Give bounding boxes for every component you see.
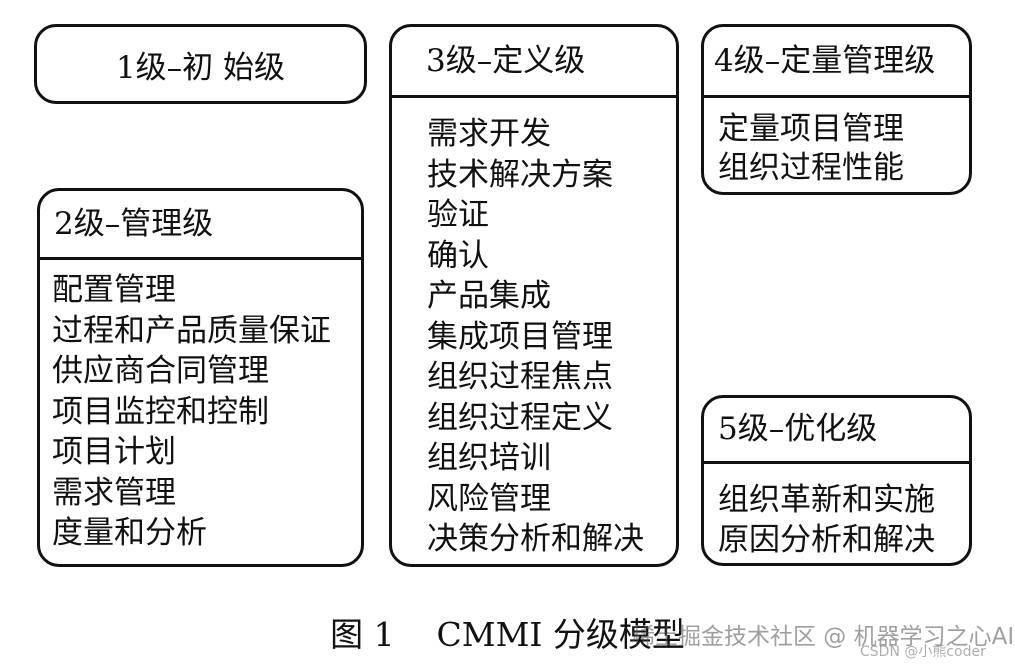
level-5-box: 5级–优化级 组织革新和实施 原因分析和解决 xyxy=(701,395,972,566)
level-5-items: 组织革新和实施 原因分析和解决 xyxy=(704,464,969,560)
level-2-item: 配置管理 xyxy=(52,272,176,308)
level-2-item: 度量和分析 xyxy=(52,515,207,551)
level-4-title: 4级–定量管理级 xyxy=(704,27,969,98)
level-3-box: 3级–定义级 需求开发 技术解决方案 验证 确认 产品集成 集成项目管理 组织过… xyxy=(389,24,679,567)
level-1-title: 1级–初 始级 xyxy=(115,49,286,86)
level-5-title: 5级–优化级 xyxy=(704,398,969,464)
level-5-item: 原因分析和解决 xyxy=(718,522,935,558)
level-3-item: 技术解决方案 xyxy=(427,156,613,193)
level-3-title: 3级–定义级 xyxy=(392,27,676,98)
level-3-item: 风险管理 xyxy=(427,480,551,517)
level-2-item: 过程和产品质量保证 xyxy=(52,312,331,349)
level-3-items: 需求开发 技术解决方案 验证 确认 产品集成 集成项目管理 组织过程焦点 组织过… xyxy=(392,98,676,560)
level-2-item: 供应商合同管理 xyxy=(52,353,269,389)
level-3-item: 组织过程焦点 xyxy=(427,359,613,395)
level-2-items: 配置管理 过程和产品质量保证 供应商合同管理 项目监控和控制 项目计划 需求管理… xyxy=(40,260,361,554)
level-5-item: 组织革新和实施 xyxy=(718,482,935,518)
level-2-item: 项目监控和控制 xyxy=(52,393,269,430)
level-3-item: 组织过程定义 xyxy=(427,399,613,436)
level-1-box: 1级–初 始级 xyxy=(34,24,367,104)
level-2-item: 项目计划 xyxy=(52,434,176,470)
level-4-items: 定量项目管理 组织过程性能 xyxy=(704,98,969,188)
watermark-main: 稀土掘金技术社区 @ 机器学习之心AI xyxy=(632,624,1015,650)
level-4-item: 组织过程性能 xyxy=(718,150,904,186)
level-3-item: 需求开发 xyxy=(427,116,551,152)
level-2-title: 2级–管理级 xyxy=(40,191,361,260)
level-3-item: 组织培训 xyxy=(427,440,551,476)
level-3-item: 产品集成 xyxy=(427,278,551,314)
level-3-item: 验证 xyxy=(427,197,489,233)
level-3-item: 决策分析和解决 xyxy=(427,521,644,557)
level-2-box: 2级–管理级 配置管理 过程和产品质量保证 供应商合同管理 项目监控和控制 项目… xyxy=(37,188,364,567)
level-3-item: 集成项目管理 xyxy=(427,318,613,355)
level-4-box: 4级–定量管理级 定量项目管理 组织过程性能 xyxy=(701,24,972,195)
watermark-sub: CSDN @小熊coder xyxy=(860,644,986,660)
level-3-item: 确认 xyxy=(427,237,489,274)
level-4-item: 定量项目管理 xyxy=(718,111,904,147)
level-2-item: 需求管理 xyxy=(52,474,176,511)
figure-caption: 图 1 CMMI 分级模型 xyxy=(330,615,685,654)
